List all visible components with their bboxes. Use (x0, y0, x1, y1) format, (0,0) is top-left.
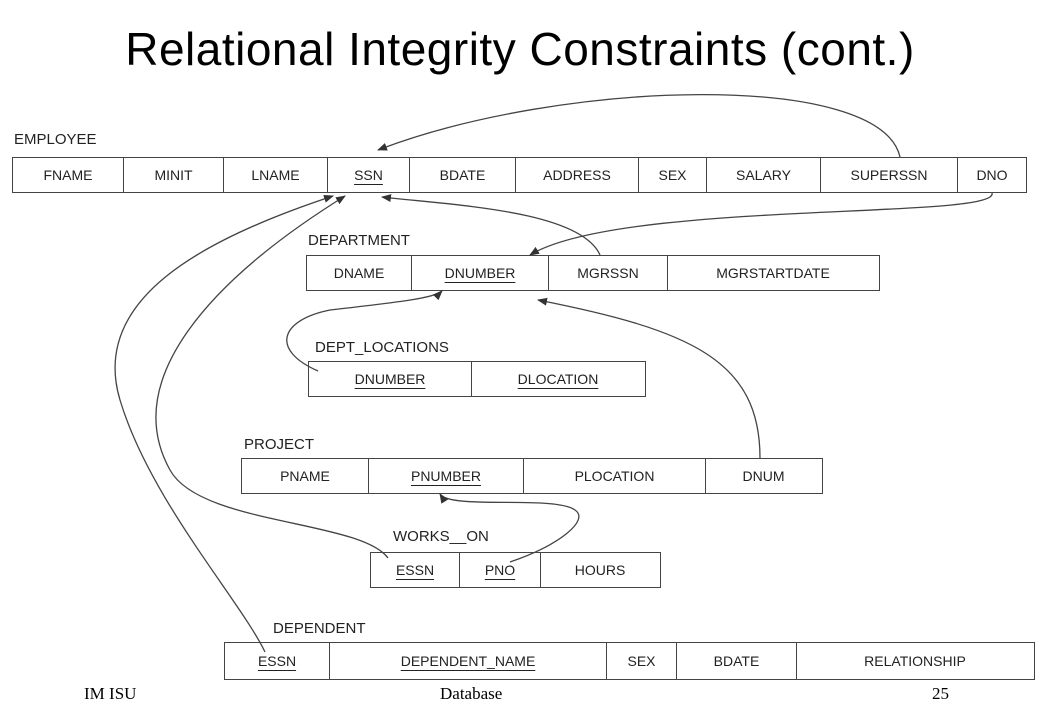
attr-pname: PNAME (280, 468, 330, 484)
slide-title: Relational Integrity Constraints (cont.) (125, 23, 915, 75)
attr-sex: SEX (638, 158, 706, 192)
footer-left: IM ISU (84, 684, 137, 703)
arrow-pno-to-pnumber (439, 493, 580, 563)
dependent-label: DEPENDENT (273, 620, 366, 637)
attr-mgrstartdate: MGRSTARTDATE (667, 256, 878, 290)
attr-dl-dnumber: DNUMBER (354, 371, 426, 387)
arrow-wo-essn-to-ssn (155, 195, 389, 559)
attr-superssn: SUPERSSN (820, 158, 957, 192)
attr-wo-essn: ESSN (395, 562, 435, 578)
works-on-label: WORKS__ON (393, 528, 489, 545)
works-on-table: ESSN PNO HOURS (370, 552, 661, 588)
footer-center: Database (440, 684, 503, 703)
project-label: PROJECT (244, 436, 315, 453)
attr-dname: DNAME (333, 265, 385, 281)
attr-dno: DNO (957, 158, 1026, 192)
attr-fname: FNAME (43, 167, 93, 183)
arrow-mgrssn-to-ssn (381, 194, 601, 256)
attr-mgrssn: MGRSSN (548, 256, 667, 290)
dependent-table: ESSN DEPENDENT_NAME SEX BDATE RELATIONSH… (224, 642, 1035, 680)
dept-locations-table: DNUMBER DLOCATION (308, 361, 646, 397)
attr-dep-sex: SEX (606, 643, 676, 679)
attr-dlocation: DLOCATION (471, 362, 644, 396)
attr-hours: HOURS (540, 553, 659, 587)
attr-address: ADDRESS (515, 158, 638, 192)
arrow-dep-essn-to-ssn (114, 195, 334, 653)
attr-dep-bdate: BDATE (676, 643, 796, 679)
employee-table: FNAME MINIT LNAME SSN BDATE ADDRESS SEX … (12, 157, 1027, 193)
attr-salary: SALARY (706, 158, 820, 192)
attr-dnumber: DNUMBER (411, 256, 548, 290)
arrow-dl-dnumber-to-dnumber (286, 290, 443, 372)
attr-relationship: RELATIONSHIP (796, 643, 1033, 679)
attr-plocation: PLOCATION (523, 459, 705, 493)
project-table: PNAME PNUMBER PLOCATION DNUM (241, 458, 823, 494)
attr-dnum: DNUM (705, 459, 821, 493)
attr-lname: LNAME (223, 158, 327, 192)
attr-minit: MINIT (123, 158, 223, 192)
arrow-superssn-to-ssn (377, 94, 901, 158)
employee-label: EMPLOYEE (14, 131, 97, 148)
attr-pnumber: PNUMBER (368, 459, 523, 493)
attr-dep-essn: ESSN (257, 653, 297, 669)
footer-page-number: 25 (932, 684, 949, 703)
arrow-dnum-to-dnumber (537, 297, 761, 459)
department-table: DNAME DNUMBER MGRSSN MGRSTARTDATE (306, 255, 880, 291)
attr-dependent-name: DEPENDENT_NAME (329, 643, 606, 679)
attr-pno: PNO (459, 553, 540, 587)
attr-bdate: BDATE (409, 158, 515, 192)
dept-locations-label: DEPT_LOCATIONS (315, 339, 449, 356)
arrow-dno-to-dnumber (529, 192, 993, 256)
attr-ssn: SSN (327, 158, 409, 192)
department-label: DEPARTMENT (308, 232, 410, 249)
